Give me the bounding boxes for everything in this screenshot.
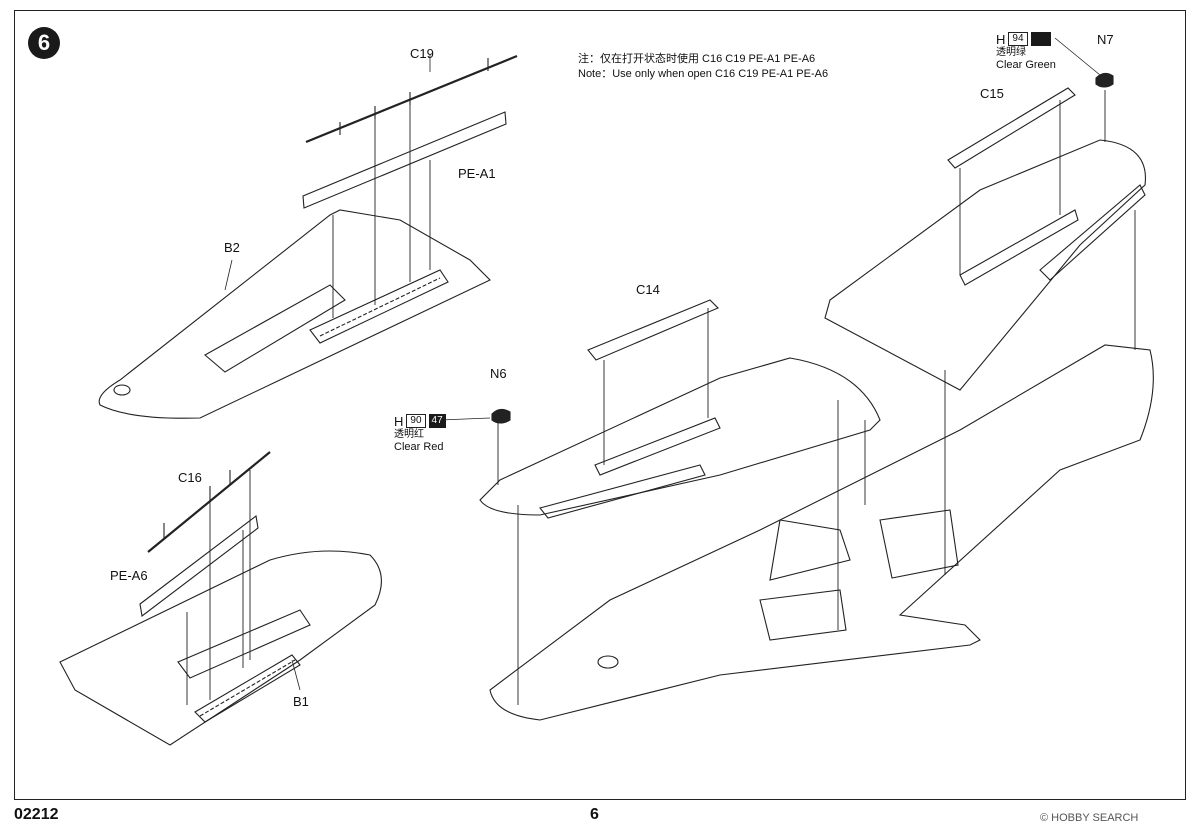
- color-name-chinese-n6: 透明红: [394, 429, 424, 440]
- color-name-english-n6: Clear Red: [394, 441, 444, 453]
- wing-part-right: [824, 139, 1146, 391]
- label-b2: B2: [224, 240, 240, 255]
- etched-part-pe-a1: [302, 111, 507, 209]
- assembly-arrows-bottom-left: [186, 470, 251, 705]
- label-pe-a6: PE-A6: [110, 568, 148, 583]
- usage-note-english: Note：Use only when open C16 C19 PE-A1 PE…: [578, 68, 829, 80]
- strip-c14: [587, 299, 719, 361]
- page-number: 6: [590, 806, 599, 823]
- color-code2-n7: [1030, 32, 1051, 46]
- wing-part-b1: [59, 550, 382, 746]
- label-c19: C19: [410, 46, 434, 61]
- step-number-badge: 6: [28, 27, 60, 59]
- color-code-n6: H 90 47: [394, 414, 446, 428]
- light-n7: [1095, 72, 1114, 88]
- etched-part-pe-a6: [139, 515, 259, 617]
- strip-c16: [147, 451, 271, 553]
- color-h-n6: H: [394, 413, 404, 429]
- label-c16: C16: [178, 470, 202, 485]
- label-b1: B1: [293, 694, 309, 709]
- assembly-arrows-top-left: [332, 95, 431, 318]
- color-code1-n7: 94: [1008, 32, 1028, 46]
- color-code-n7: H 94: [996, 32, 1056, 46]
- label-c15: C15: [980, 86, 1004, 101]
- color-callout-n7: H 94 透明绿 Clear Green: [996, 32, 1056, 72]
- strip-c15: [947, 87, 1076, 169]
- assembly-arrows-center-right: [497, 90, 1136, 705]
- wing-panel-center: [479, 357, 881, 519]
- label-pe-a1: PE-A1: [458, 166, 496, 181]
- light-n6: [491, 408, 511, 424]
- leader-lines: [224, 37, 1101, 691]
- color-callout-n6: H 90 47 透明红 Clear Red: [394, 414, 446, 454]
- strip-c19: [305, 54, 518, 144]
- label-n6: N6: [490, 366, 507, 381]
- label-n7: N7: [1097, 32, 1114, 47]
- usage-note: 注：仅在打开状态时使用 C16 C19 PE-A1 PE-A6 Note：Use…: [578, 52, 828, 82]
- label-c14: C14: [636, 282, 660, 297]
- color-code1-n6: 90: [406, 414, 426, 428]
- color-name-english-n7: Clear Green: [996, 59, 1056, 71]
- usage-note-chinese: 注：仅在打开状态时使用 C16 C19 PE-A1 PE-A6: [578, 53, 816, 65]
- color-name-chinese-n7: 透明绿: [996, 47, 1026, 58]
- fuselage-lower-half: [489, 344, 1154, 721]
- color-h-n7: H: [996, 31, 1006, 47]
- watermark: © HOBBY SEARCH: [1040, 812, 1139, 824]
- product-number: 02212: [14, 806, 59, 823]
- color-code2-n6: 47: [428, 414, 446, 428]
- wing-part-b2: [98, 209, 491, 419]
- instruction-frame: [14, 10, 1186, 800]
